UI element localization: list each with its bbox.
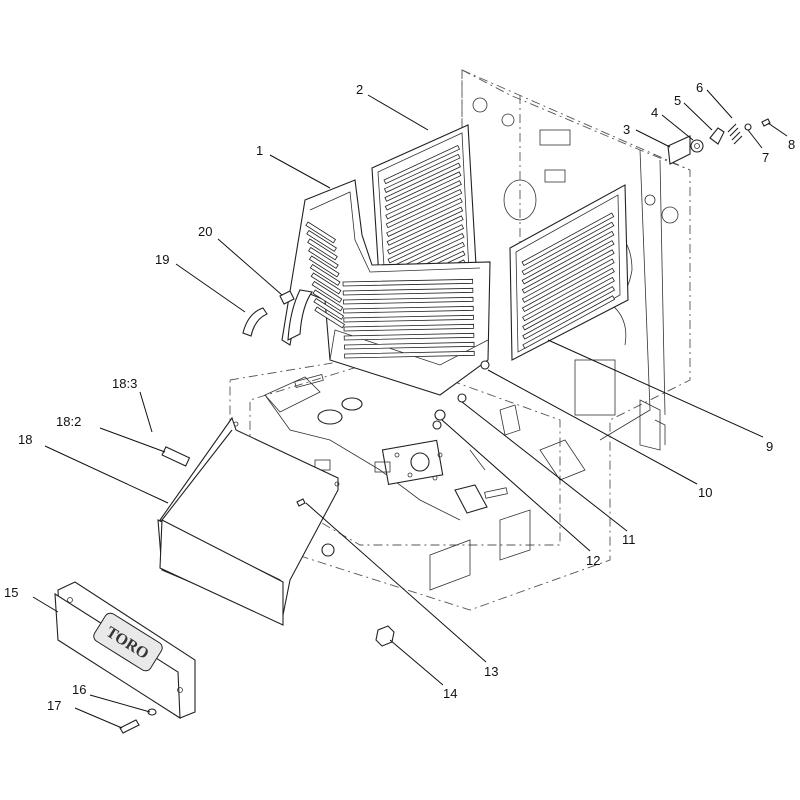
callout-1: 1 <box>256 143 263 158</box>
callout-3: 3 <box>623 122 630 137</box>
part-19-20 <box>242 290 295 337</box>
grille-slot <box>386 206 464 246</box>
callout-5: 5 <box>674 93 681 108</box>
grille-slot <box>522 276 615 331</box>
callout-7: 7 <box>762 150 769 165</box>
grille-slot <box>387 224 465 264</box>
grille-slot <box>311 280 343 303</box>
grille-slot <box>342 287 474 296</box>
callout-2: 2 <box>356 82 363 97</box>
callout-18-2: 18:2 <box>56 414 81 429</box>
grille-slot <box>312 289 344 312</box>
callout-13: 13 <box>484 664 498 679</box>
grille-slot <box>343 332 475 341</box>
grille-slot <box>308 246 339 269</box>
callout-16: 16 <box>72 682 86 697</box>
part-1-front-grille <box>281 179 491 396</box>
grille-slot <box>342 278 474 287</box>
grille-slot <box>521 230 615 285</box>
callout-20: 20 <box>198 224 212 239</box>
callout-8: 8 <box>788 137 795 152</box>
grille-slot <box>306 229 337 252</box>
grille-slot <box>383 145 461 185</box>
callout-17: 17 <box>47 698 61 713</box>
callout-15: 15 <box>4 585 18 600</box>
part-9-side-grille <box>509 184 629 361</box>
grille-slot <box>343 314 474 323</box>
callout-11: 11 <box>622 532 636 547</box>
grille-slot <box>521 258 615 313</box>
grille-slot <box>521 212 615 267</box>
grille-slot <box>386 197 463 237</box>
base-fasteners <box>432 360 490 430</box>
grille-slot <box>343 305 474 314</box>
grille-slot <box>521 221 615 276</box>
grille-slot <box>310 272 342 295</box>
grille-slot <box>522 295 616 349</box>
grille-slot <box>383 153 461 193</box>
grille-slot <box>307 238 338 261</box>
callout-14: 14 <box>443 686 457 701</box>
grille-slot <box>308 255 340 278</box>
grille-slot <box>387 215 464 255</box>
grille-slot <box>313 297 345 320</box>
grille-slot <box>385 189 463 229</box>
grille-slot <box>522 267 615 322</box>
callout-19: 19 <box>155 252 169 267</box>
grille-slot <box>342 296 474 305</box>
grille-slot <box>343 341 475 350</box>
grille-slot <box>309 263 341 286</box>
grille-slot <box>384 171 462 211</box>
callout-18: 18 <box>18 432 32 447</box>
grille-slot <box>344 350 475 359</box>
part-15-logo-plate: TORO <box>54 581 196 734</box>
callout-6: 6 <box>696 80 703 95</box>
grille-slot <box>522 286 616 340</box>
latch-assembly <box>667 118 771 165</box>
callout-12: 12 <box>586 553 600 568</box>
callouts: 1 2 3 4 5 6 7 8 9 10 11 12 13 14 15 16 1… <box>4 80 795 713</box>
grille-slot <box>385 180 462 220</box>
grille-slot <box>343 323 475 332</box>
grille-slot <box>314 306 346 329</box>
grille-slot <box>384 162 461 202</box>
grille-slot <box>521 240 615 294</box>
part-18-front-panel <box>157 416 340 626</box>
grille-slot <box>305 221 337 244</box>
callout-4: 4 <box>651 105 658 120</box>
callout-10: 10 <box>698 485 712 500</box>
part-13-14 <box>296 498 395 647</box>
callout-9: 9 <box>766 439 773 454</box>
grille-slot <box>521 249 615 303</box>
floor-plate <box>229 354 586 591</box>
leader-lines <box>32 89 788 729</box>
callout-18-3: 18:3 <box>112 376 137 391</box>
